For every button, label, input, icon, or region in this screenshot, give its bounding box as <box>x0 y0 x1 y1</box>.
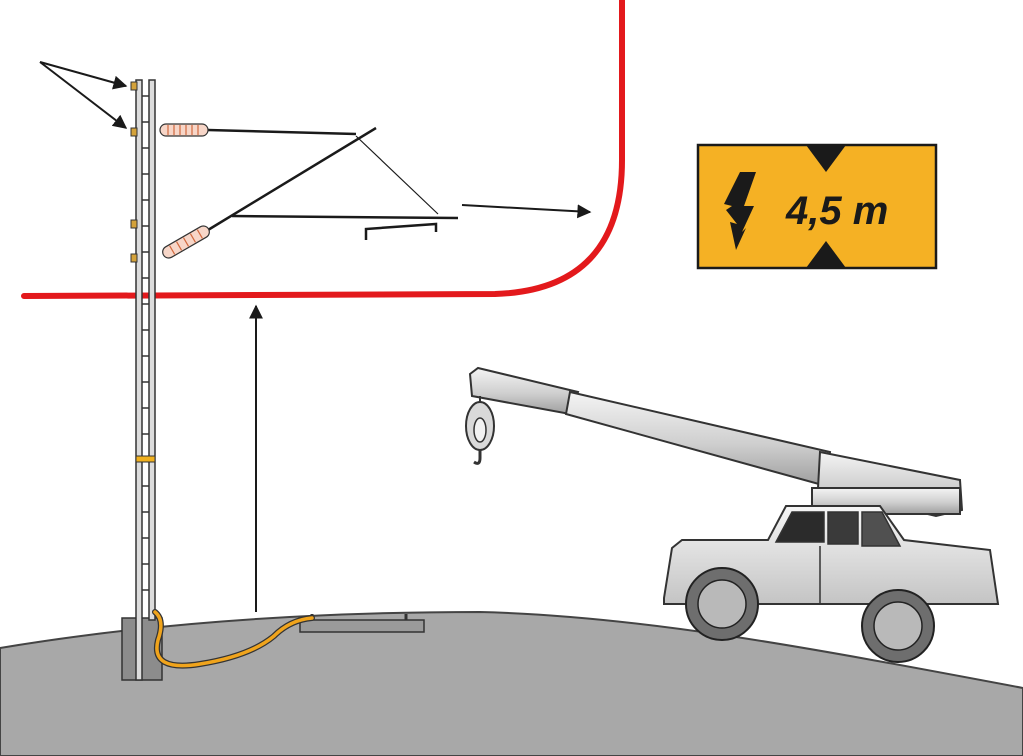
lightning-bolt-icon <box>724 172 756 250</box>
pole-bolts <box>130 81 138 263</box>
truck-window <box>861 511 902 547</box>
rail-track <box>299 614 425 633</box>
truck-wheel <box>685 567 759 641</box>
clearance-height-label: 4,5 m <box>785 189 888 233</box>
earthing-cable <box>152 609 315 669</box>
truck-window <box>827 511 859 545</box>
insulators <box>159 123 210 259</box>
catenary-pole <box>121 79 163 681</box>
clearance-warning-sign: 4,5 m <box>696 143 938 270</box>
truck-window <box>774 511 825 543</box>
bolt-pointer-arrows <box>39 61 128 129</box>
danger-zone-boundary <box>21 0 625 299</box>
crane-hook <box>473 450 482 465</box>
mobile-crane <box>465 366 1000 663</box>
truck-wheel <box>861 589 935 663</box>
clearance-arrow-horizontal <box>461 204 592 219</box>
cantilever-arm <box>207 126 459 240</box>
